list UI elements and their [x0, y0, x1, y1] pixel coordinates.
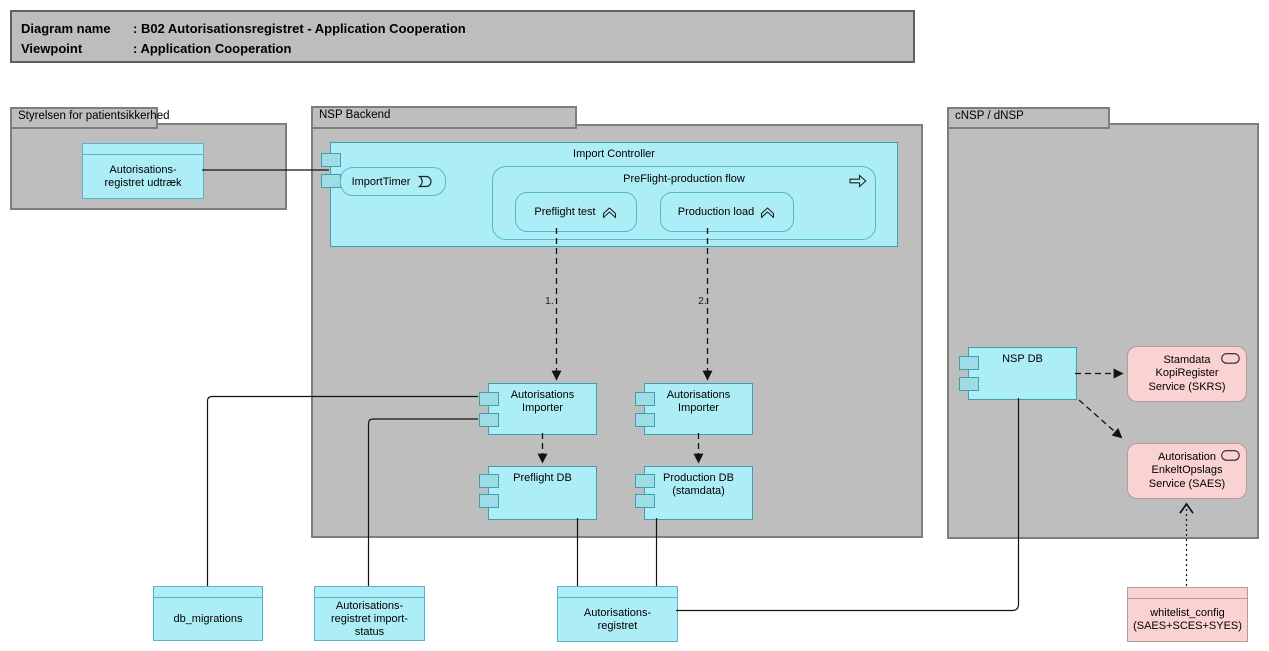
component-icon: [635, 494, 655, 508]
node-label: Production DB (stamdata): [663, 472, 734, 497]
service-icon: [1221, 450, 1240, 461]
group-tab-nsp-backend: NSP Backend: [311, 106, 577, 129]
object-band: [558, 587, 677, 598]
node-label: PreFlight-production flow: [623, 173, 745, 185]
node-label: NSP DB: [1002, 353, 1043, 365]
component-icon: [479, 413, 499, 427]
node-preflight-db: Preflight DB: [479, 466, 597, 520]
diagram-title-box: Diagram name : B02 Autorisationsregistret…: [10, 10, 915, 63]
group-tab-styrelsen: Styrelsen for patientsikkerhed: [10, 107, 170, 129]
component-icon: [635, 474, 655, 488]
node-db-migrations: db_migrations: [153, 586, 263, 641]
node-label: Stamdata KopiRegister Service (SKRS): [1148, 353, 1226, 393]
node-production-db: Production DB (stamdata): [635, 466, 753, 520]
component-icon: [479, 392, 499, 406]
edge-step-2-label: 2.: [698, 295, 707, 307]
node-autorisationsregistret: Autorisations- registret: [557, 586, 678, 642]
node-production-load: Production load: [660, 192, 794, 232]
diagram-name-value: : B02 Autorisationsregistret - Applicati…: [133, 21, 466, 36]
node-import-timer: ImportTimer: [340, 167, 446, 196]
node-label: ImportTimer: [351, 175, 411, 188]
node-preflight-production-flow: PreFlight-production flow Preflight test…: [492, 166, 876, 240]
node-label: Autorisations Importer: [666, 389, 731, 414]
function-icon: [761, 206, 775, 218]
node-autorisations-importer-preflight: Autorisations Importer: [479, 383, 597, 435]
component-icon: [635, 392, 655, 406]
group-label-cnsp: cNSP / dNSP: [955, 110, 1024, 122]
node-saes-service: Autorisation EnkeltOpslags Service (SAES…: [1127, 443, 1247, 499]
diagram-name-row: Diagram name : B02 Autorisationsregistret…: [21, 19, 913, 39]
node-nsp-db: NSP DB: [959, 347, 1077, 400]
node-autorisationsregistret-import-status: Autorisations- registret import- status: [314, 586, 425, 641]
function-icon: [602, 206, 616, 218]
component-icon: [959, 356, 979, 370]
service-icon: [1221, 353, 1240, 364]
node-skrs-service: Stamdata KopiRegister Service (SKRS): [1127, 346, 1247, 402]
group-label-nsp-backend: NSP Backend: [319, 109, 391, 121]
node-label: Autorisations- registret: [583, 606, 652, 632]
object-band: [83, 144, 203, 155]
component-icon: [479, 474, 499, 488]
node-autorisations-importer-production: Autorisations Importer: [635, 383, 753, 435]
component-icon: [321, 174, 341, 188]
viewpoint-label: Viewpoint: [21, 41, 83, 56]
diagram-name-label: Diagram name: [21, 21, 111, 36]
process-arrow-icon: [849, 174, 867, 188]
node-label: whitelist_config (SAES+SCES+SYES): [1133, 607, 1242, 632]
edge-step-1-label: 1.: [545, 295, 554, 307]
node-label: db_migrations: [173, 612, 243, 625]
node-autorisationsregistret-udtraek: Autorisations- registret udtræk: [82, 143, 204, 199]
group-tab-cnsp: cNSP / dNSP: [947, 107, 1110, 129]
node-preflight-test: Preflight test: [515, 192, 637, 232]
component-icon: [321, 153, 341, 167]
node-label: Preflight test: [534, 206, 596, 218]
node-label: Autorisations- registret import- status: [330, 599, 409, 638]
node-import-controller: Import Controller ImportTimer PreFlight-…: [321, 142, 898, 247]
viewpoint-value: : Application Cooperation: [133, 41, 292, 56]
event-icon: [418, 175, 432, 188]
node-label: Preflight DB: [513, 472, 572, 484]
node-label: Import Controller: [573, 148, 655, 160]
object-band: [154, 587, 262, 598]
node-label: Autorisations- registret udtræk: [104, 163, 182, 189]
node-label: Autorisations Importer: [510, 389, 575, 414]
object-band: [1128, 588, 1247, 599]
component-icon: [479, 494, 499, 508]
component-icon: [635, 413, 655, 427]
component-icon: [959, 377, 979, 391]
object-band: [315, 587, 424, 598]
node-whitelist-config: whitelist_config (SAES+SCES+SYES): [1127, 587, 1248, 642]
group-label-styrelsen: Styrelsen for patientsikkerhed: [18, 110, 170, 122]
node-label: Autorisation EnkeltOpslags Service (SAES…: [1148, 450, 1226, 490]
viewpoint-row: Viewpoint : Application Cooperation: [21, 39, 913, 59]
node-label: Production load: [677, 206, 755, 218]
